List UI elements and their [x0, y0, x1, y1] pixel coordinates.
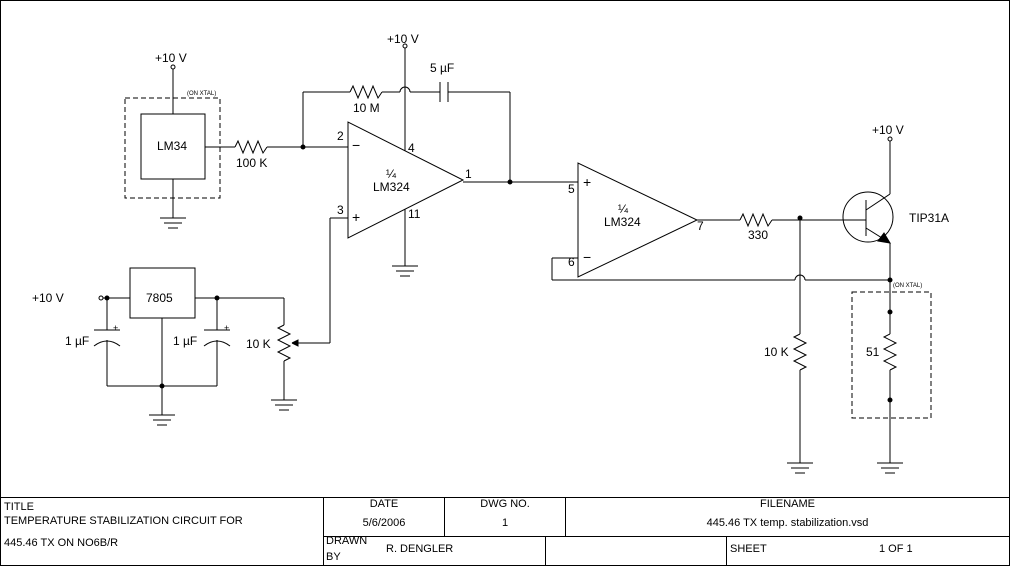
opamp1-pin11: 11	[408, 207, 421, 221]
r-base-label: 330	[748, 228, 768, 242]
ground-symbol	[160, 217, 186, 229]
date-label: DATE	[369, 498, 399, 510]
potentiometer-10k	[276, 324, 292, 362]
c-reg-left-label: 1 µF	[65, 334, 89, 348]
opamp1-name: LM324	[373, 180, 410, 194]
regulator-supply-label: +10 V	[32, 291, 64, 305]
transistor-supply-label: +10 V	[872, 123, 904, 137]
cap-right-polarity: +	[224, 323, 229, 333]
title-line-1: TEMPERATURE STABILIZATION CIRCUIT FOR	[4, 515, 243, 527]
filename-value: 445.46 TX temp. stabilization.vsd	[706, 517, 869, 529]
opamp1-inv-sign: −	[352, 137, 360, 153]
sheet-cell	[726, 536, 1010, 566]
r-heater-label: 51	[866, 345, 880, 359]
opamp2-pin5: 5	[568, 182, 575, 196]
opamp1-noninv-sign: +	[352, 209, 360, 225]
opamp2-inv-sign: −	[583, 249, 591, 265]
supply-terminal	[98, 295, 104, 301]
on-xtal-label: (ON XTAL)	[187, 91, 216, 97]
ground-symbol	[877, 462, 903, 474]
opamp1-fraction: ¼	[386, 167, 397, 181]
cap-left-polarity: +	[113, 323, 118, 333]
on-xtal-label: (ON XTAL)	[893, 283, 922, 289]
opamp1-pin2: 2	[337, 129, 344, 143]
opamp2-name: LM324	[604, 215, 641, 229]
opamp1-pin3: 3	[337, 203, 344, 217]
title-cell	[0, 497, 324, 566]
resistor-100k	[234, 139, 268, 155]
ground-symbol	[271, 399, 297, 411]
junction-dot	[507, 179, 513, 185]
drawn-value: R. DENGLER	[386, 543, 454, 555]
opamp1-pin4: 4	[408, 141, 415, 155]
opamp1-pin1: 1	[465, 167, 472, 181]
resistor-330	[739, 212, 773, 228]
opamp-2	[577, 162, 699, 278]
supply-terminal	[170, 64, 176, 70]
date-value: 5/6/2006	[362, 517, 406, 529]
supply-terminal	[887, 136, 893, 142]
resistor-10m	[349, 84, 383, 100]
r-pulldown-label: 10 K	[764, 345, 789, 359]
junction-dot	[887, 309, 893, 315]
title-line-2: 445.46 TX ON NO6B/R	[4, 537, 119, 549]
c-feedback-label: 5 µF	[430, 61, 454, 75]
supply-terminal	[402, 43, 408, 49]
drawn-label-1: DRAWN	[326, 535, 368, 547]
pot-wiper-arrow	[291, 339, 299, 347]
opamp2-pin6: 6	[568, 255, 575, 269]
dwg-value: 1	[501, 517, 509, 529]
lm34-supply-label: +10 V	[155, 51, 187, 65]
ground-symbol	[149, 414, 175, 426]
filename-label: FILENAME	[759, 498, 815, 510]
resistor-10k-pulldown	[792, 333, 808, 371]
opamp2-pin7: 7	[697, 219, 704, 233]
drawn-label-2: BY	[326, 551, 341, 563]
title-label: TITLE	[4, 501, 34, 513]
dwg-label: DWG NO.	[480, 498, 530, 510]
ground-symbol	[787, 462, 813, 474]
empty-cell	[545, 536, 727, 566]
junction-dot	[887, 397, 893, 403]
tip31a-transistor	[842, 191, 894, 244]
pot-label: 10 K	[246, 337, 271, 351]
r-feedback-label: 10 M	[353, 101, 380, 115]
r-input-label: 100 K	[236, 156, 267, 170]
sheet-label: SHEET	[730, 543, 767, 555]
heater-enclosure-dashed	[851, 291, 932, 419]
ground-symbol	[392, 265, 418, 277]
opamp1-supply-label: +10 V	[387, 32, 419, 46]
c-reg-right-label: 1 µF	[173, 334, 197, 348]
sheet-value: 1 OF 1	[879, 543, 913, 555]
transistor-label: TIP31A	[909, 211, 949, 225]
lm34-sensor	[124, 64, 221, 229]
opamp2-fraction: ¼	[618, 202, 629, 216]
resistor-51	[882, 333, 898, 371]
regulator-label: 7805	[146, 291, 173, 305]
opamp2-noninv-sign: +	[583, 174, 591, 190]
lm34-label: LM34	[157, 139, 187, 153]
